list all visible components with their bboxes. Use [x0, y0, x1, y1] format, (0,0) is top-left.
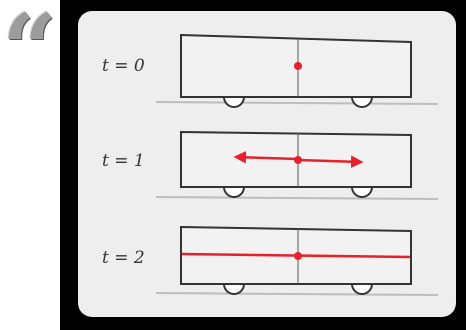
row-t0: t = 0	[102, 33, 439, 108]
red-observer-point	[294, 252, 302, 260]
quote-decoration: “	[2, 0, 58, 106]
time-label: t = 1	[102, 151, 145, 171]
wheel-right	[351, 283, 373, 295]
red-observer-point	[294, 62, 302, 70]
red-arrow-left	[233, 151, 299, 164]
time-label: t = 2	[102, 248, 145, 268]
wheel-left	[223, 186, 245, 198]
wheel-left	[223, 283, 245, 295]
time-label: t = 0	[102, 56, 145, 76]
red-arrow-right	[297, 155, 364, 168]
row-t2: t = 2	[102, 225, 439, 296]
track-line	[155, 101, 439, 105]
wheel-left	[223, 96, 245, 108]
wheel-right	[351, 96, 373, 108]
track-line	[155, 196, 439, 200]
row-t1: t = 1	[102, 130, 439, 200]
red-observer-point	[294, 156, 302, 164]
track-line	[155, 292, 439, 296]
wheel-right	[351, 186, 373, 198]
